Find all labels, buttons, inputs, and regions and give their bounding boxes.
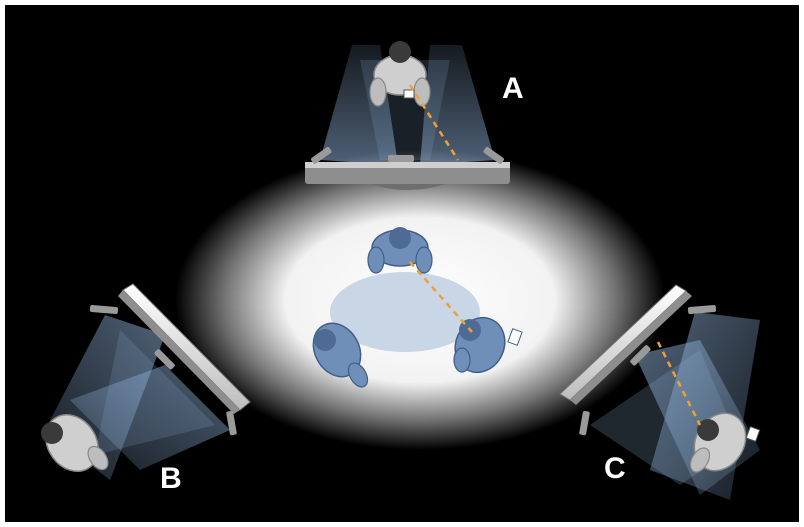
person-top-view-icon (369, 41, 431, 107)
display-a (305, 162, 510, 190)
display-b (118, 283, 251, 414)
person-top-view-icon (367, 227, 433, 274)
gaze-line-local (409, 261, 473, 333)
local-meeting (312, 227, 523, 388)
station-c-label: C (604, 452, 626, 485)
station-c (559, 284, 761, 500)
camera-icon (89, 304, 237, 436)
meeting-table (330, 272, 480, 352)
camera-icon (579, 304, 717, 436)
display-c (559, 284, 692, 405)
person-top-view-icon (689, 412, 761, 473)
person-top-view-icon (41, 414, 109, 472)
station-b (41, 283, 251, 480)
camera-icon (311, 147, 504, 164)
station-a-label: A (502, 72, 524, 105)
gaze-line-a (408, 84, 460, 161)
gaze-line-c (656, 341, 702, 426)
person-top-view-icon (453, 316, 523, 374)
station-a (305, 41, 510, 190)
station-b-label: B (160, 462, 182, 495)
person-top-view-icon (312, 322, 369, 388)
